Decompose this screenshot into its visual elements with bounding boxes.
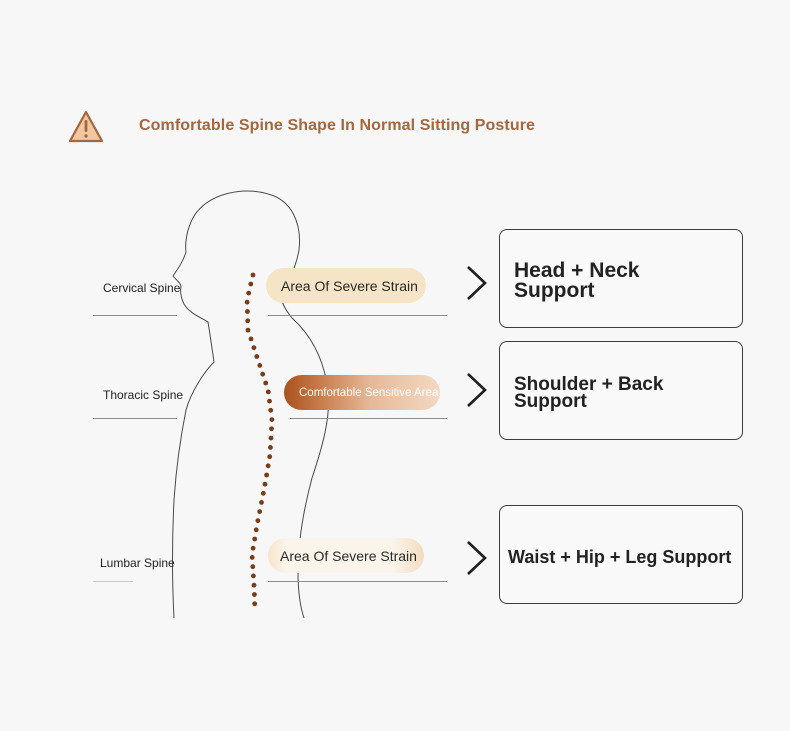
- spine-dot: [262, 481, 268, 487]
- spine-dot: [251, 345, 257, 351]
- thoracic-spine-label: Thoracic Spine: [103, 388, 184, 402]
- spine-dot: [269, 417, 275, 422]
- shoulder-back-support-box: Shoulder + Back Support: [499, 341, 743, 440]
- thoracic-divider-right: [290, 418, 447, 419]
- cervical-divider-right: [268, 315, 447, 316]
- spine-dot: [245, 318, 251, 324]
- spine-dot: [260, 490, 266, 496]
- thoracic-strain-tag: Comfortable Sensitive Area: [284, 375, 440, 410]
- spine-dot: [257, 363, 263, 368]
- spine-dot: [265, 463, 271, 469]
- spine-dot: [259, 500, 264, 505]
- spine-dot: [269, 426, 274, 432]
- shoulder-back-support-text: Shoulder + Back Support: [514, 374, 664, 412]
- spine-dot: [244, 299, 250, 305]
- shoulder-back-line1: Shoulder + Back: [514, 374, 664, 395]
- spine-dot: [252, 592, 257, 597]
- spine-dot: [254, 354, 260, 359]
- thoracic-divider-left: [93, 418, 177, 419]
- waist-hip-leg-line1: Waist + Hip + Leg Support: [508, 547, 732, 567]
- warning-triangle-icon: [68, 110, 104, 143]
- lumbar-divider-left: [93, 581, 133, 582]
- spine-dot: [250, 564, 256, 570]
- waist-hip-leg-support-text: Waist + Hip + Leg Support: [508, 547, 731, 567]
- spine-dot: [265, 389, 271, 395]
- head-neck-line1: Head + Neck: [514, 259, 640, 282]
- spine-dot: [267, 398, 272, 404]
- spine-dot: [268, 407, 274, 413]
- spine-dot: [263, 380, 269, 386]
- spine-dot: [245, 327, 251, 333]
- chevron-right-icon: [467, 373, 487, 407]
- spine-dot: [248, 336, 254, 342]
- head-neck-line2: Support: [514, 279, 595, 302]
- cervical-strain-tag: Area Of Severe Strain: [266, 268, 426, 303]
- spine-dot: [251, 573, 256, 579]
- spine-dot: [253, 527, 259, 533]
- chevron-right-icon: [467, 541, 487, 575]
- chevron-right-icon: [467, 266, 487, 300]
- spine-dot: [257, 509, 263, 514]
- spine-dot: [251, 582, 257, 588]
- cervical-divider-left: [93, 315, 177, 316]
- head-neck-support-box: Head + Neck Support: [499, 229, 743, 328]
- spine-dot: [246, 290, 252, 296]
- shoulder-back-line2: Support: [514, 391, 587, 412]
- head-neck-support-text: Head + Neck Support: [514, 259, 640, 302]
- lumbar-strain-tag: Area Of Severe Strain: [268, 538, 424, 573]
- thoracic-strain-text: Comfortable Sensitive Area: [299, 386, 439, 399]
- spine-dot: [249, 555, 255, 560]
- cervical-strain-text: Area Of Severe Strain: [281, 277, 418, 294]
- spine-dot: [264, 472, 269, 478]
- spine-dot: [250, 545, 256, 551]
- cervical-spine-label: Cervical Spine: [103, 281, 181, 295]
- spine-dot: [267, 454, 273, 460]
- spine-dot: [255, 518, 261, 524]
- lumbar-spine-label: Lumbar Spine: [100, 556, 175, 570]
- lumbar-strain-text: Area Of Severe Strain: [280, 547, 417, 564]
- spine-dot: [245, 309, 250, 314]
- lumbar-divider-right: [268, 581, 447, 582]
- body-outline-front: [172, 190, 269, 619]
- spine-dot: [248, 281, 254, 287]
- spine-dot: [268, 445, 273, 450]
- spine-dot: [260, 371, 266, 377]
- spine-dot: [252, 601, 258, 607]
- waist-hip-leg-support-box: Waist + Hip + Leg Support: [499, 505, 743, 604]
- page-title: Comfortable Spine Shape In Normal Sittin…: [139, 117, 536, 134]
- spine-dot: [252, 536, 258, 542]
- spine-dot: [250, 272, 256, 278]
- spine-dot: [268, 435, 274, 441]
